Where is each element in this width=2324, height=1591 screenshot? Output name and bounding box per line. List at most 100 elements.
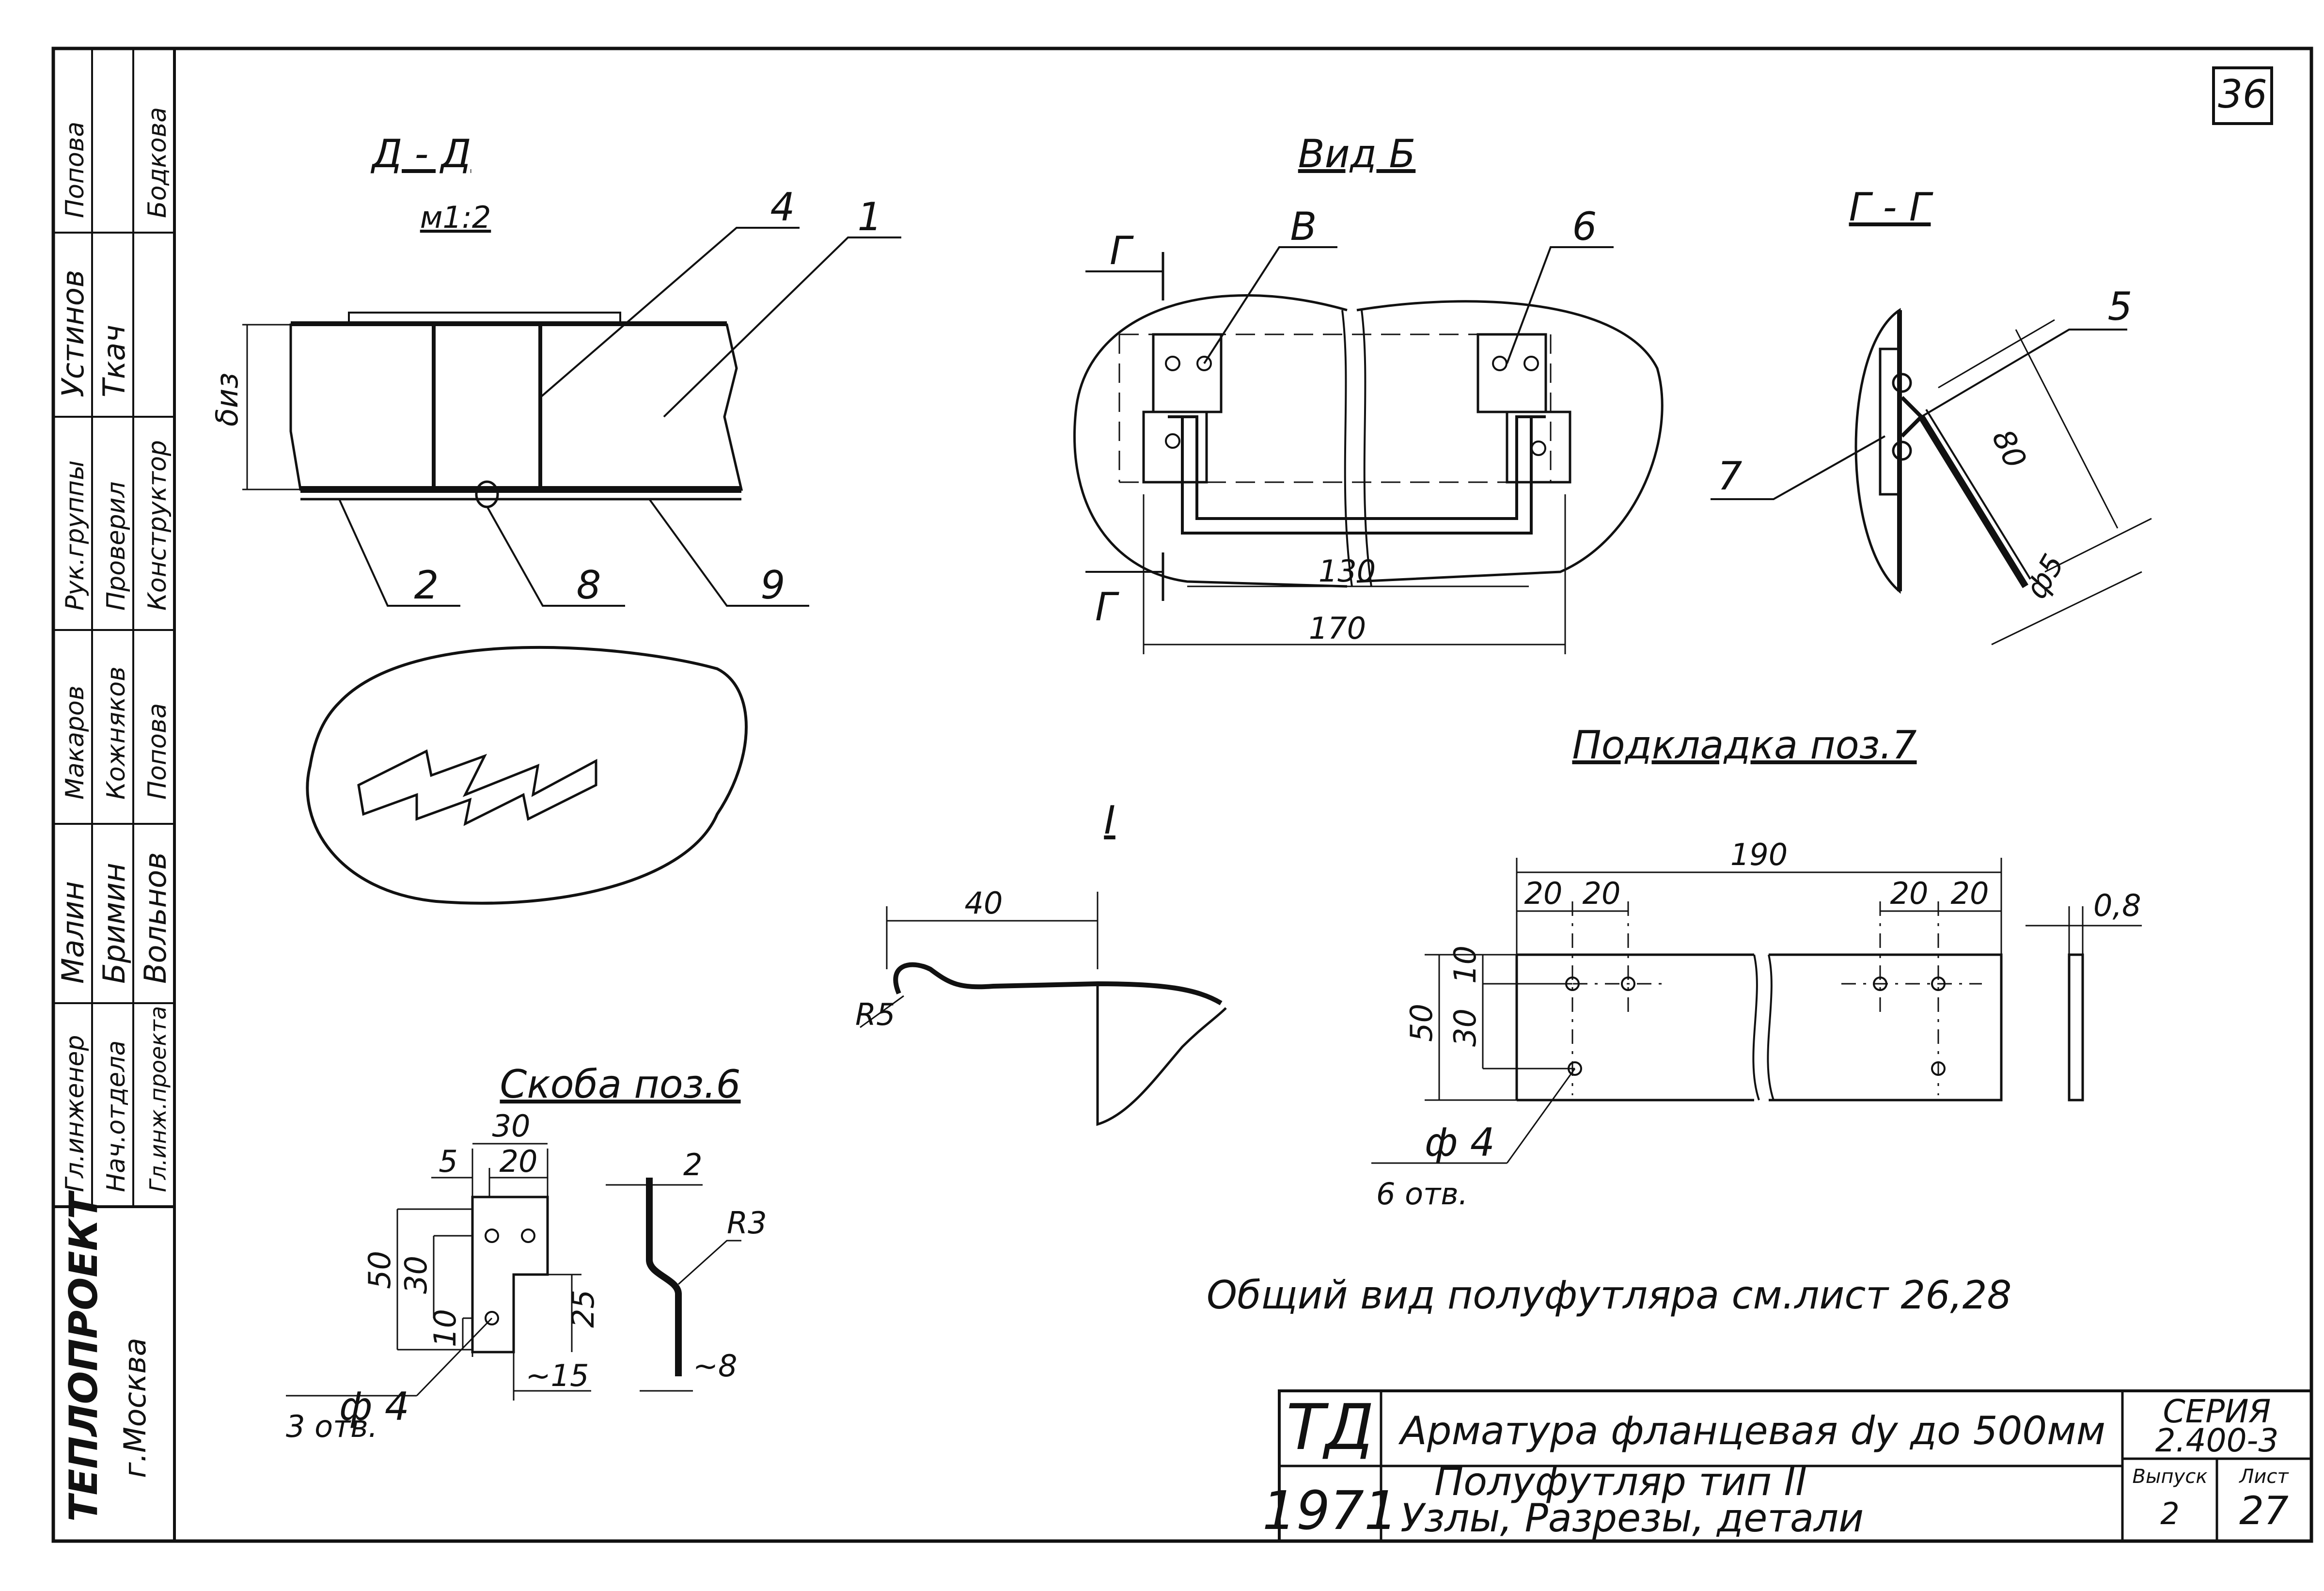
clip-title: Скоба поз.6 [500, 1062, 740, 1107]
callout-5: 5 [2108, 284, 2133, 329]
mesh-cut-opening [357, 749, 597, 826]
section-gg: Г - Г 80 ф5 5 7 [1711, 185, 2152, 646]
title-line-1: Арматура фланцевая dy до 500мм [1398, 1408, 2105, 1453]
stamp-role-group-lead: Рук.группы [61, 460, 90, 611]
pad-plate-right [1769, 953, 2003, 1102]
dim-clip-bend: ~8 [693, 1348, 737, 1384]
clip-hole-note: ф 4 [339, 1384, 409, 1429]
callout-1: 1 [858, 194, 882, 239]
mesh-fragment [306, 646, 748, 905]
detail-i-title: I [1104, 798, 1115, 843]
pad-holes-count: 6 отв. [1376, 1176, 1468, 1212]
stamp-role-chief-project-engineer: Гл.инж.проекта [145, 1006, 171, 1192]
clip-plan-outline [471, 1196, 549, 1354]
stamp-signature-3: Вольнов [138, 852, 173, 984]
view-b-outline-right [1356, 300, 1664, 583]
stamp-role-dept-head: Нач.отдела [102, 1040, 131, 1192]
sheet-number: 27 [2239, 1488, 2289, 1533]
callout-8: 8 [577, 563, 601, 608]
cut-mark-bottom: Г [1095, 584, 1119, 630]
dim-pad-30: 30 [1447, 1008, 1483, 1047]
dim-detail-40: 40 [965, 885, 1003, 921]
callout-7: 7 [1718, 454, 1743, 499]
plate-left-lower [1142, 410, 1208, 484]
series-label: СЕРИЯ [2163, 1393, 2271, 1430]
pad-break [1752, 954, 1774, 1101]
detail-i: I 40 R5 [855, 798, 1227, 1126]
dim-clip-radius: R3 [727, 1205, 767, 1241]
pad-thickness-view [2068, 953, 2084, 1102]
callout-2: 2 [414, 563, 439, 608]
dim-inner-130: 130 [1319, 553, 1376, 589]
dim-pad-190: 190 [1730, 837, 1788, 872]
title-year: 1971 [1262, 1480, 1398, 1542]
stamp-name-1: Макаров [61, 686, 90, 800]
org-city: г.Москва [117, 1338, 153, 1478]
pad-hole-note: ф 4 [1425, 1120, 1495, 1165]
dim-outer-170: 170 [1309, 611, 1366, 646]
title-line-3: Узлы, Разрезы, детали [1400, 1496, 1864, 1541]
top-plate [348, 312, 621, 326]
callout-9: 9 [761, 563, 785, 608]
org-name: ТЕПЛОПРОЕКТ [61, 1190, 106, 1522]
break-line [1341, 310, 1372, 587]
view-b-outline-left [1073, 294, 1348, 588]
dim-pad-50: 50 [1404, 1004, 1439, 1042]
dim-clip-15: ~15 [526, 1358, 589, 1393]
pad-plate-left [1515, 953, 1754, 1102]
insulation-body [289, 323, 743, 491]
gg-pad [1879, 347, 1901, 496]
pad-title: Подкладка поз.7 [1572, 723, 1916, 768]
dim-pad-20-b: 20 [1583, 876, 1621, 911]
general-view-note: Общий вид полуфутляра см.лист 26,28 [1207, 1273, 2011, 1318]
dim-pad-20-d: 20 [1951, 876, 1989, 911]
dim-clip-30: 30 [492, 1108, 531, 1144]
detail-insulation [1096, 986, 1227, 1126]
section-gg-title: Г - Г [1849, 185, 1933, 230]
cut-mark-top: Г [1110, 228, 1134, 273]
handle-outer [1168, 415, 1546, 535]
gg-handle-rod [1918, 415, 2028, 588]
callout-4: 4 [770, 185, 795, 230]
section-dd-scale: м1:2 [420, 200, 491, 235]
dim-pad-20-c: 20 [1890, 876, 1929, 911]
stamp-name-2: Кожняков [102, 666, 131, 800]
page-number-box [2212, 66, 2273, 125]
detail-hook-profile [893, 962, 1223, 1006]
stamp-role-chief-engineer: Гл.инженер [61, 1035, 90, 1192]
section-dd-title: Д - Д [371, 131, 471, 176]
dim-clip-25: 25 [565, 1290, 601, 1328]
dim-clip-50: 50 [362, 1251, 397, 1289]
callout-v: В [1290, 204, 1317, 249]
stamp-name-6: Бодкова [143, 107, 172, 218]
title-block: ТД 1971 Арматура фланцевая dy до 500мм П… [1262, 1389, 2313, 1543]
title-mark: ТД [1287, 1390, 1374, 1464]
mesh-outline [306, 646, 748, 905]
stamp-signature-5: Ткач [96, 325, 132, 397]
stamp-signature-4: Устинов [55, 270, 91, 397]
dim-pad-thickness: 0,8 [2093, 888, 2141, 923]
title-line-2: Полуфутляр тип II [1434, 1459, 1807, 1504]
clip-side-profile [646, 1178, 682, 1376]
issue-label: Выпуск [2133, 1465, 2208, 1488]
dim-clip-20: 20 [500, 1144, 538, 1179]
sheet-label: Лист [2238, 1465, 2289, 1488]
section-dd: Д - Д м1:2 δиз 4 1 2 8 9 [209, 131, 901, 608]
issue-number: 2 [2160, 1496, 2179, 1531]
stamp-name-4: Попова [61, 122, 90, 218]
dim-pad-20-a: 20 [1524, 876, 1563, 911]
view-b-title: Вид Б [1298, 131, 1416, 176]
handle-inner [1182, 415, 1531, 520]
dim-clip-10: 10 [427, 1309, 463, 1347]
page-number: 36 [2218, 72, 2267, 117]
callout-6: 6 [1572, 204, 1597, 249]
view-b: Вид Б Г Г В 6 [1073, 131, 1664, 654]
dim-rod-diameter: ф5 [2018, 548, 2071, 605]
plate-left-upper [1152, 333, 1223, 413]
stamp-role-designer: Конструктор [143, 440, 172, 611]
dim-clip-5: 5 [439, 1144, 457, 1179]
clip-bead [475, 480, 499, 508]
dim-clip-30-vertical: 30 [398, 1256, 434, 1294]
stamp-name-3: Попова [143, 703, 172, 800]
